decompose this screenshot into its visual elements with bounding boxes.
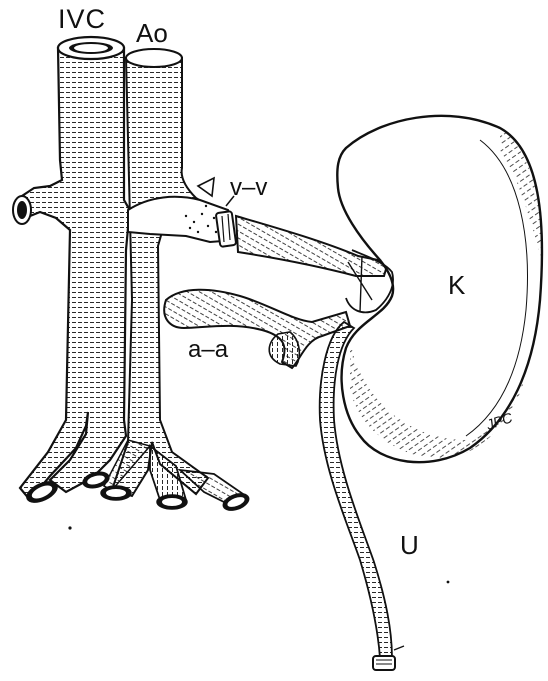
kidney-label: K — [448, 272, 465, 298]
ivc-label: IVC — [58, 6, 106, 33]
ink-dot — [447, 581, 450, 584]
vein-anastomosis-label: v–v — [230, 176, 267, 200]
kidney — [337, 116, 542, 462]
ink-dot — [68, 526, 71, 529]
inferior-vena-cava — [13, 37, 132, 507]
aorta-label: Ao — [136, 20, 168, 46]
artery-anastomosis-label: a–a — [188, 338, 228, 362]
ureter-label: U — [400, 532, 419, 558]
